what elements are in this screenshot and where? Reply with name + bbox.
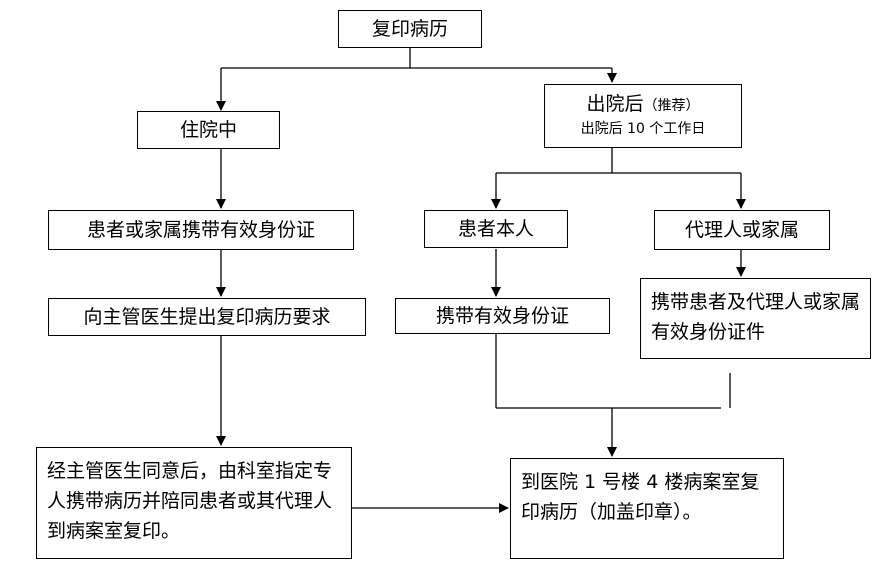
node-records-room-label: 到医院 1 号楼 4 楼病案室复印病历（加盖印章）。 — [521, 471, 760, 523]
node-copy-records: 复印病历 — [338, 10, 482, 48]
node-agent-or-family: 代理人或家属 — [654, 210, 830, 250]
node-patient-self-label: 患者本人 — [457, 217, 534, 240]
node-copy-records-label: 复印病历 — [371, 17, 448, 40]
node-escort-copy: 经主管医生同意后，由科室指定专人携带病历并陪同患者或其代理人到病案室复印。 — [36, 447, 352, 559]
node-patient-self: 患者本人 — [424, 210, 568, 248]
node-self-id: 携带有效身份证 — [395, 298, 610, 334]
node-escort-copy-label: 经主管医生同意后，由科室指定专人携带病历并陪同患者或其代理人到病案室复印。 — [47, 460, 333, 542]
node-id-documents: 患者或家属携带有效身份证 — [48, 210, 354, 250]
node-id-documents-label: 患者或家属携带有效身份证 — [86, 218, 315, 241]
node-discharged-sub: 出院后 10 个工作日 — [580, 120, 706, 137]
node-inpatient: 住院中 — [137, 111, 280, 149]
node-records-room: 到医院 1 号楼 4 楼病案室复印病历（加盖印章）。 — [510, 458, 784, 559]
node-agent-or-family-label: 代理人或家属 — [684, 218, 799, 241]
node-request-doctor-label: 向主管医生提出复印病历要求 — [83, 305, 331, 328]
node-agent-id-docs-label: 携带患者及代理人或家属有效身份证件 — [651, 291, 861, 343]
node-self-id-label: 携带有效身份证 — [435, 304, 569, 327]
node-discharged-title: 出院后 — [586, 92, 644, 115]
node-agent-id-docs: 携带患者及代理人或家属有效身份证件 — [640, 278, 871, 359]
node-discharged: 出院后（推荐） 出院后 10 个工作日 — [544, 84, 742, 148]
node-request-doctor: 向主管医生提出复印病历要求 — [48, 298, 366, 336]
node-discharged-note: （推荐） — [643, 97, 700, 114]
node-inpatient-label: 住院中 — [179, 118, 237, 141]
